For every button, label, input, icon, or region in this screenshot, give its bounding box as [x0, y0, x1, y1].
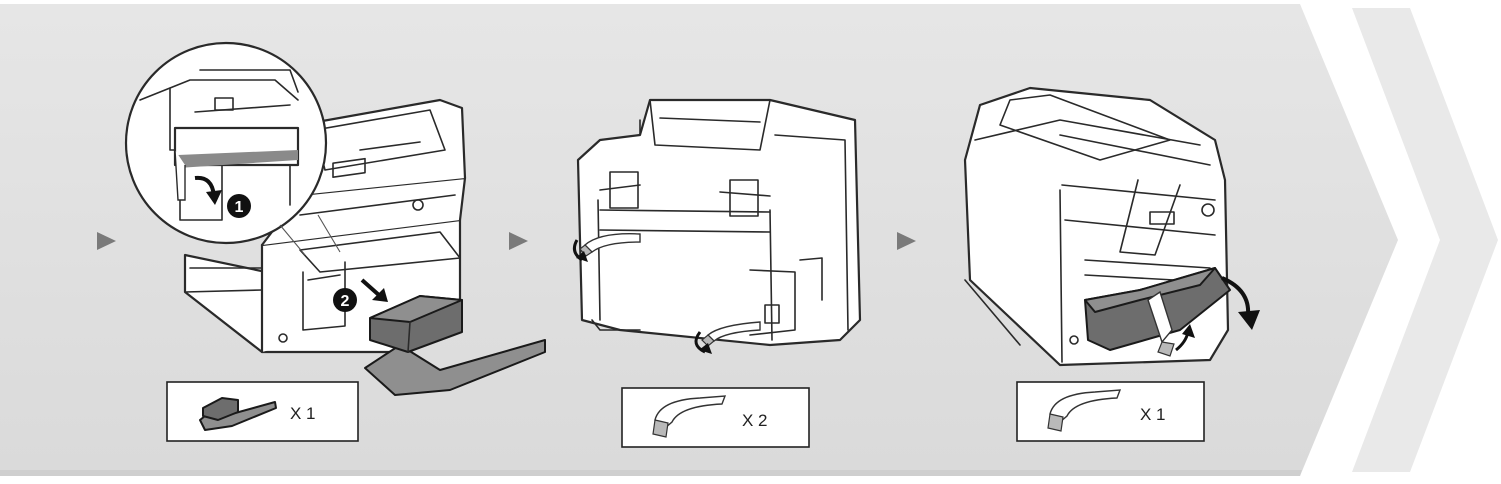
- callout-1-text: 1: [235, 199, 244, 216]
- printer-back-view: [576, 98, 862, 347]
- play-arrow-icon: [97, 232, 116, 250]
- accessory-count-2: X 2: [742, 411, 768, 430]
- step-1-illustration: 1 2: [124, 41, 546, 396]
- accessory-box-2: X 2: [621, 387, 810, 448]
- zoom-detail-circle: [124, 41, 328, 245]
- tape-icon: [1047, 389, 1122, 432]
- tape-strip: [1147, 290, 1175, 357]
- tape-icon: [652, 395, 727, 438]
- packing-material: [364, 295, 546, 396]
- callout-badge-2: 2: [333, 288, 357, 312]
- step-2-illustration: [572, 98, 862, 354]
- step-3-illustration: [963, 86, 1260, 367]
- play-arrow-icon: [897, 232, 916, 250]
- callout-2-text: 2: [341, 293, 350, 310]
- accessory-count-3: X 1: [1140, 405, 1166, 424]
- play-arrow-icon: [509, 232, 528, 250]
- tape-strip: [701, 321, 761, 347]
- number-badge-icon: [227, 194, 251, 218]
- tape-strip: [579, 233, 641, 257]
- packing-material-icon: [199, 397, 277, 431]
- curved-arrow-icon: [1221, 276, 1251, 316]
- accessory-box-3: X 1: [1016, 381, 1205, 442]
- number-badge-icon: [333, 288, 357, 312]
- callout-badge-1: 1: [227, 194, 251, 218]
- pull-arrow-icon: [360, 278, 382, 298]
- accessory-box-1: X 1: [166, 381, 359, 442]
- accessory-count-1: X 1: [290, 404, 316, 423]
- next-chevron-icon: [1352, 8, 1498, 472]
